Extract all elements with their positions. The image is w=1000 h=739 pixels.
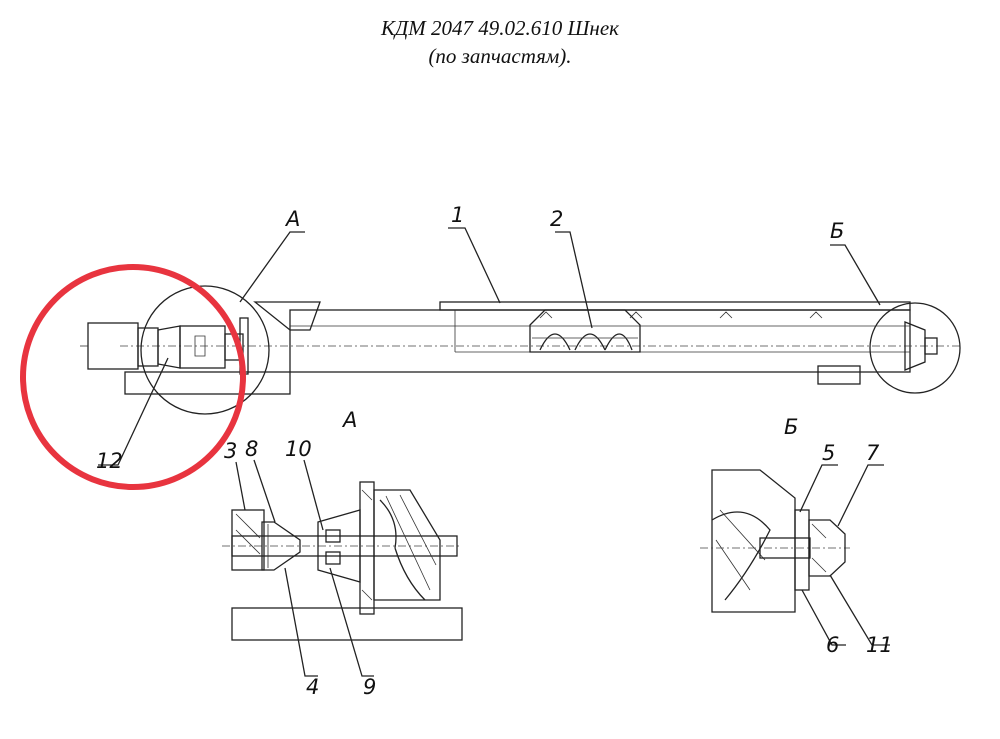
end-flange xyxy=(794,509,810,591)
trough-end xyxy=(711,469,796,613)
auger-flight-a xyxy=(373,489,441,601)
auger-flight-b xyxy=(711,511,771,601)
drive-frame xyxy=(124,371,291,395)
detail-b-view: Б 5 7 6 11 xyxy=(700,415,893,657)
detail-a-view: А 3 8 10 4 9 xyxy=(222,408,463,699)
part-label-1: 1 xyxy=(451,203,464,227)
leader-a xyxy=(239,231,305,303)
detail-a-base xyxy=(231,607,463,641)
callout-circle-a xyxy=(140,285,270,415)
detail-b-title: Б xyxy=(784,415,798,439)
leader-b xyxy=(830,244,881,306)
main-view: А 1 2 Б 12 xyxy=(80,203,961,473)
drawing-title: КДМ 2047 49.02.610 Шнек (по запчастям). xyxy=(0,14,1000,70)
bearing-cap xyxy=(808,519,846,577)
drive-shaft xyxy=(231,535,458,557)
detail-a-title: А xyxy=(341,408,357,432)
leader-12 xyxy=(98,357,169,466)
gearbox xyxy=(157,325,181,369)
inlet-hopper xyxy=(253,301,321,331)
support-foot-right xyxy=(817,365,861,385)
part-label-7: 7 xyxy=(866,441,880,465)
part-label-6: 6 xyxy=(826,633,839,657)
callout-label-a: А xyxy=(284,207,300,231)
part-label-4: 4 xyxy=(306,675,319,699)
cover-plate xyxy=(439,301,911,311)
highlight-circle xyxy=(20,264,246,490)
end-bearing xyxy=(904,321,926,371)
callout-label-b: Б xyxy=(830,219,844,243)
part-label-3: 3 xyxy=(224,439,237,463)
coupling-flange xyxy=(261,521,301,571)
callout-circle-b xyxy=(869,302,961,394)
part-label-2: 2 xyxy=(550,207,563,231)
part-label-11: 11 xyxy=(866,633,893,657)
leader-2 xyxy=(555,231,593,329)
title-line-1: КДМ 2047 49.02.610 Шнек xyxy=(380,16,619,40)
part-label-5: 5 xyxy=(822,441,835,465)
title-line-2: (по запчастям). xyxy=(428,44,572,68)
drive-motor xyxy=(87,322,139,370)
end-plate xyxy=(359,481,375,615)
part-label-10: 10 xyxy=(285,437,312,461)
part-label-8: 8 xyxy=(245,437,258,461)
part-label-9: 9 xyxy=(363,675,376,699)
leader-1 xyxy=(448,227,501,304)
auger-window xyxy=(529,309,641,353)
part-label-12: 12 xyxy=(96,449,123,473)
